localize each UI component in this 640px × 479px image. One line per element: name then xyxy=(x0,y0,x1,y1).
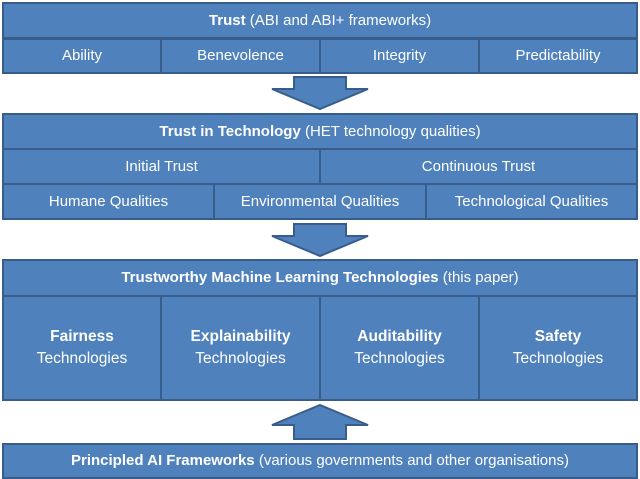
quality-label: Humane Qualities xyxy=(48,192,169,210)
technology-sub: Technologies xyxy=(195,350,286,367)
tml-header: Trustworthy Machine Learning Technologie… xyxy=(2,259,638,297)
technological-qualities-cell: Technological Qualities xyxy=(425,183,638,220)
initial-trust-cell: Initial Trust xyxy=(2,148,321,185)
arrow-down-icon xyxy=(271,76,369,110)
trust-header: Trust (ABI and ABI+ frameworks) xyxy=(2,2,638,39)
technology-sub: Technologies xyxy=(512,350,604,367)
trust-type-label: Initial Trust xyxy=(125,157,198,175)
trust-item-benevolence: Benevolence xyxy=(160,38,321,74)
humane-qualities-cell: Humane Qualities xyxy=(2,183,215,220)
trust-item-label: Integrity xyxy=(372,47,427,64)
trust-item-label: Benevolence xyxy=(197,47,284,64)
fairness-technologies-cell: Fairness Technologies xyxy=(2,295,162,401)
safety-technologies-cell: Safety Technologies xyxy=(478,295,638,401)
tech-trust-subtitle: (HET technology qualities) xyxy=(300,122,481,140)
principled-title: Principled AI Frameworks xyxy=(70,452,255,469)
principled-subtitle: (various governments and other organisat… xyxy=(254,452,569,469)
quality-label: Technological Qualities xyxy=(454,192,609,210)
quality-label: Environmental Qualities xyxy=(240,192,400,210)
tech-trust-title: Trust in Technology xyxy=(159,122,301,140)
trust-item-label: Predictability xyxy=(515,47,601,64)
trust-item-ability: Ability xyxy=(2,38,162,74)
continuous-trust-cell: Continuous Trust xyxy=(319,148,638,185)
technology-sub: Technologies xyxy=(36,350,128,367)
principled-ai-box: Principled AI Frameworks (various govern… xyxy=(2,443,638,479)
trust-type-label: Continuous Trust xyxy=(421,157,536,175)
technology-sub: Technologies xyxy=(354,350,445,367)
trust-subtitle: (ABI and ABI+ frameworks) xyxy=(245,11,432,29)
trust-title: Trust xyxy=(208,11,246,29)
trust-item-integrity: Integrity xyxy=(319,38,480,74)
explainability-technologies-cell: Explainability Technologies xyxy=(160,295,321,401)
trust-item-label: Ability xyxy=(61,47,102,64)
environmental-qualities-cell: Environmental Qualities xyxy=(213,183,427,220)
technology-name: Fairness xyxy=(50,328,114,346)
tech-trust-header: Trust in Technology (HET technology qual… xyxy=(2,113,638,150)
technology-name: Explainability xyxy=(190,328,291,346)
arrow-down-icon xyxy=(271,223,369,257)
tml-subtitle: (this paper) xyxy=(438,269,519,286)
technology-name: Safety xyxy=(534,328,582,346)
tml-title: Trustworthy Machine Learning Technologie… xyxy=(121,269,439,286)
trust-item-predictability: Predictability xyxy=(478,38,638,74)
arrow-up-icon xyxy=(271,404,369,440)
auditability-technologies-cell: Auditability Technologies xyxy=(319,295,480,401)
technology-name: Auditability xyxy=(357,328,442,346)
